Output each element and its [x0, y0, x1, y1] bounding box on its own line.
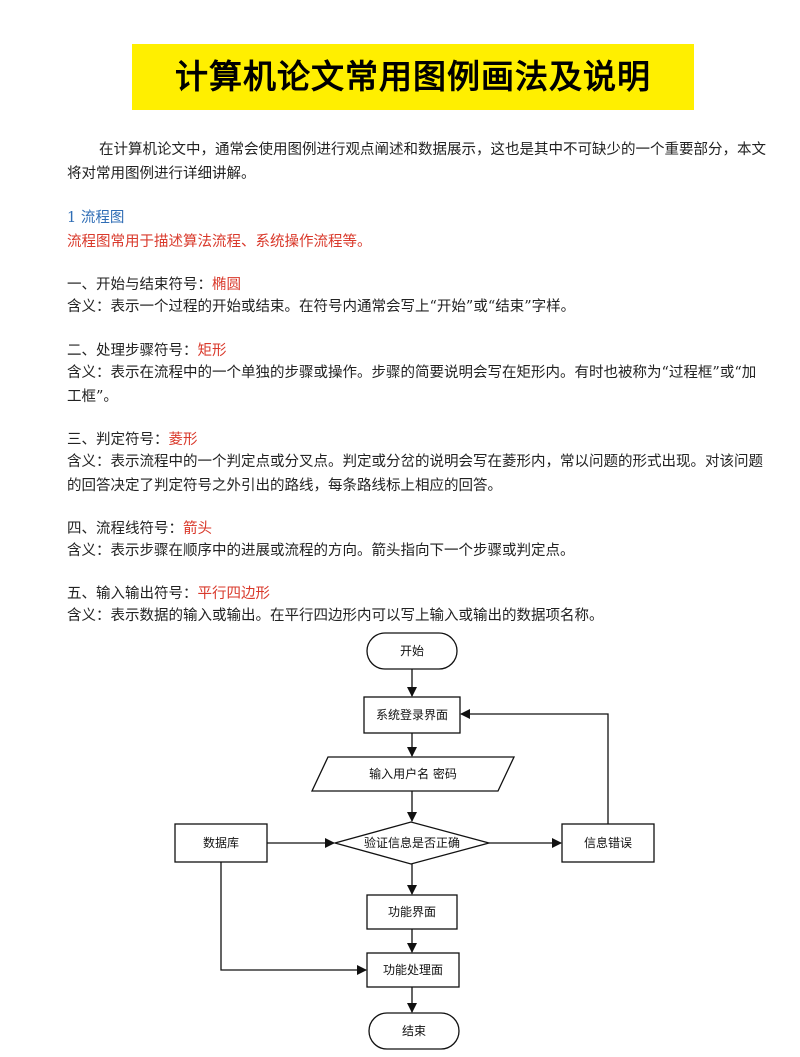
function-proc-box [366, 952, 460, 988]
symbol-meaning: 含义：表示流程中的一个判定点或分叉点。判定或分岔的说明会写在菱形内，常以问题的形… [67, 454, 763, 494]
login-label: 系统登录界面 [376, 707, 448, 722]
flow-arrow [220, 862, 367, 975]
symbol-item-rect: 二、处理步骤符号：矩形 [67, 339, 227, 360]
symbol-meaning: 含义：表示数据的输入或输出。在平行四边形内可以写上输入或输出的数据项名称。 [67, 608, 604, 624]
title-banner: 计算机论文常用图例画法及说明 [132, 44, 694, 110]
symbol-meaning: 含义：表示步骤在顺序中的进展或流程的方向。箭头指向下一个步骤或判定点。 [67, 543, 575, 559]
input-parallelogram [310, 756, 516, 792]
symbol-meaning: 含义：表示在流程中的一个单独的步骤或操作。步骤的简要说明会写在矩形内。有时也被称… [67, 365, 757, 405]
end-oval [368, 1012, 460, 1050]
flow-arrow [460, 709, 609, 824]
symbol-shape: 箭头 [183, 521, 212, 537]
symbol-shape: 菱形 [168, 432, 198, 448]
intro-paragraph: 在计算机论文中，通常会使用图例进行观点阐述和数据展示，这也是其中不可缺少的一个重… [67, 142, 766, 182]
symbol-label: 二、处理步骤符号： [67, 343, 198, 359]
verify-label: 验证信息是否正确 [364, 835, 460, 850]
input-label: 输入用户名 密码 [369, 766, 457, 781]
symbol-shape: 平行四边形 [197, 586, 271, 602]
symbol-item-diamond: 三、判定符号：菱形 [67, 428, 198, 449]
start-label: 开始 [400, 644, 424, 658]
symbol-label: 三、判定符号： [67, 432, 169, 448]
section-heading: 1 流程图 [67, 210, 125, 226]
page-title: 计算机论文常用图例画法及说明 [175, 57, 651, 96]
end-label: 结束 [402, 1024, 426, 1038]
database-box [174, 823, 268, 863]
symbol-meaning: 含义：表示一个过程的开始或结束。在符号内通常会写上“开始”或“结束”字样。 [67, 299, 576, 315]
symbol-label: 五、输入输出符号： [67, 586, 198, 602]
symbol-item-arrow: 四、流程线符号：箭头 [67, 517, 212, 538]
symbol-shape: 矩形 [197, 343, 227, 359]
error-label: 信息错误 [584, 835, 632, 850]
symbol-label: 一、开始与结束符号： [67, 277, 212, 293]
symbol-label: 四、流程线符号： [67, 521, 183, 537]
symbol-shape: 椭圆 [212, 277, 241, 293]
function-ui-label: 功能界面 [388, 905, 436, 919]
database-label: 数据库 [203, 835, 239, 850]
flowchart-diagram: 开始 系统登录界面 输入用户名 密码 验证信息是否正确 数据库 信息错误 功能界… [174, 632, 655, 1050]
symbol-item-oval: 一、开始与结束符号：椭圆 [67, 273, 241, 294]
function-proc-label: 功能处理面 [383, 963, 443, 977]
section-subtitle: 流程图常用于描述算法流程、系统操作流程等。 [67, 234, 372, 250]
login-box [363, 696, 461, 734]
symbol-item-parallelogram: 五、输入输出符号：平行四边形 [67, 582, 270, 603]
